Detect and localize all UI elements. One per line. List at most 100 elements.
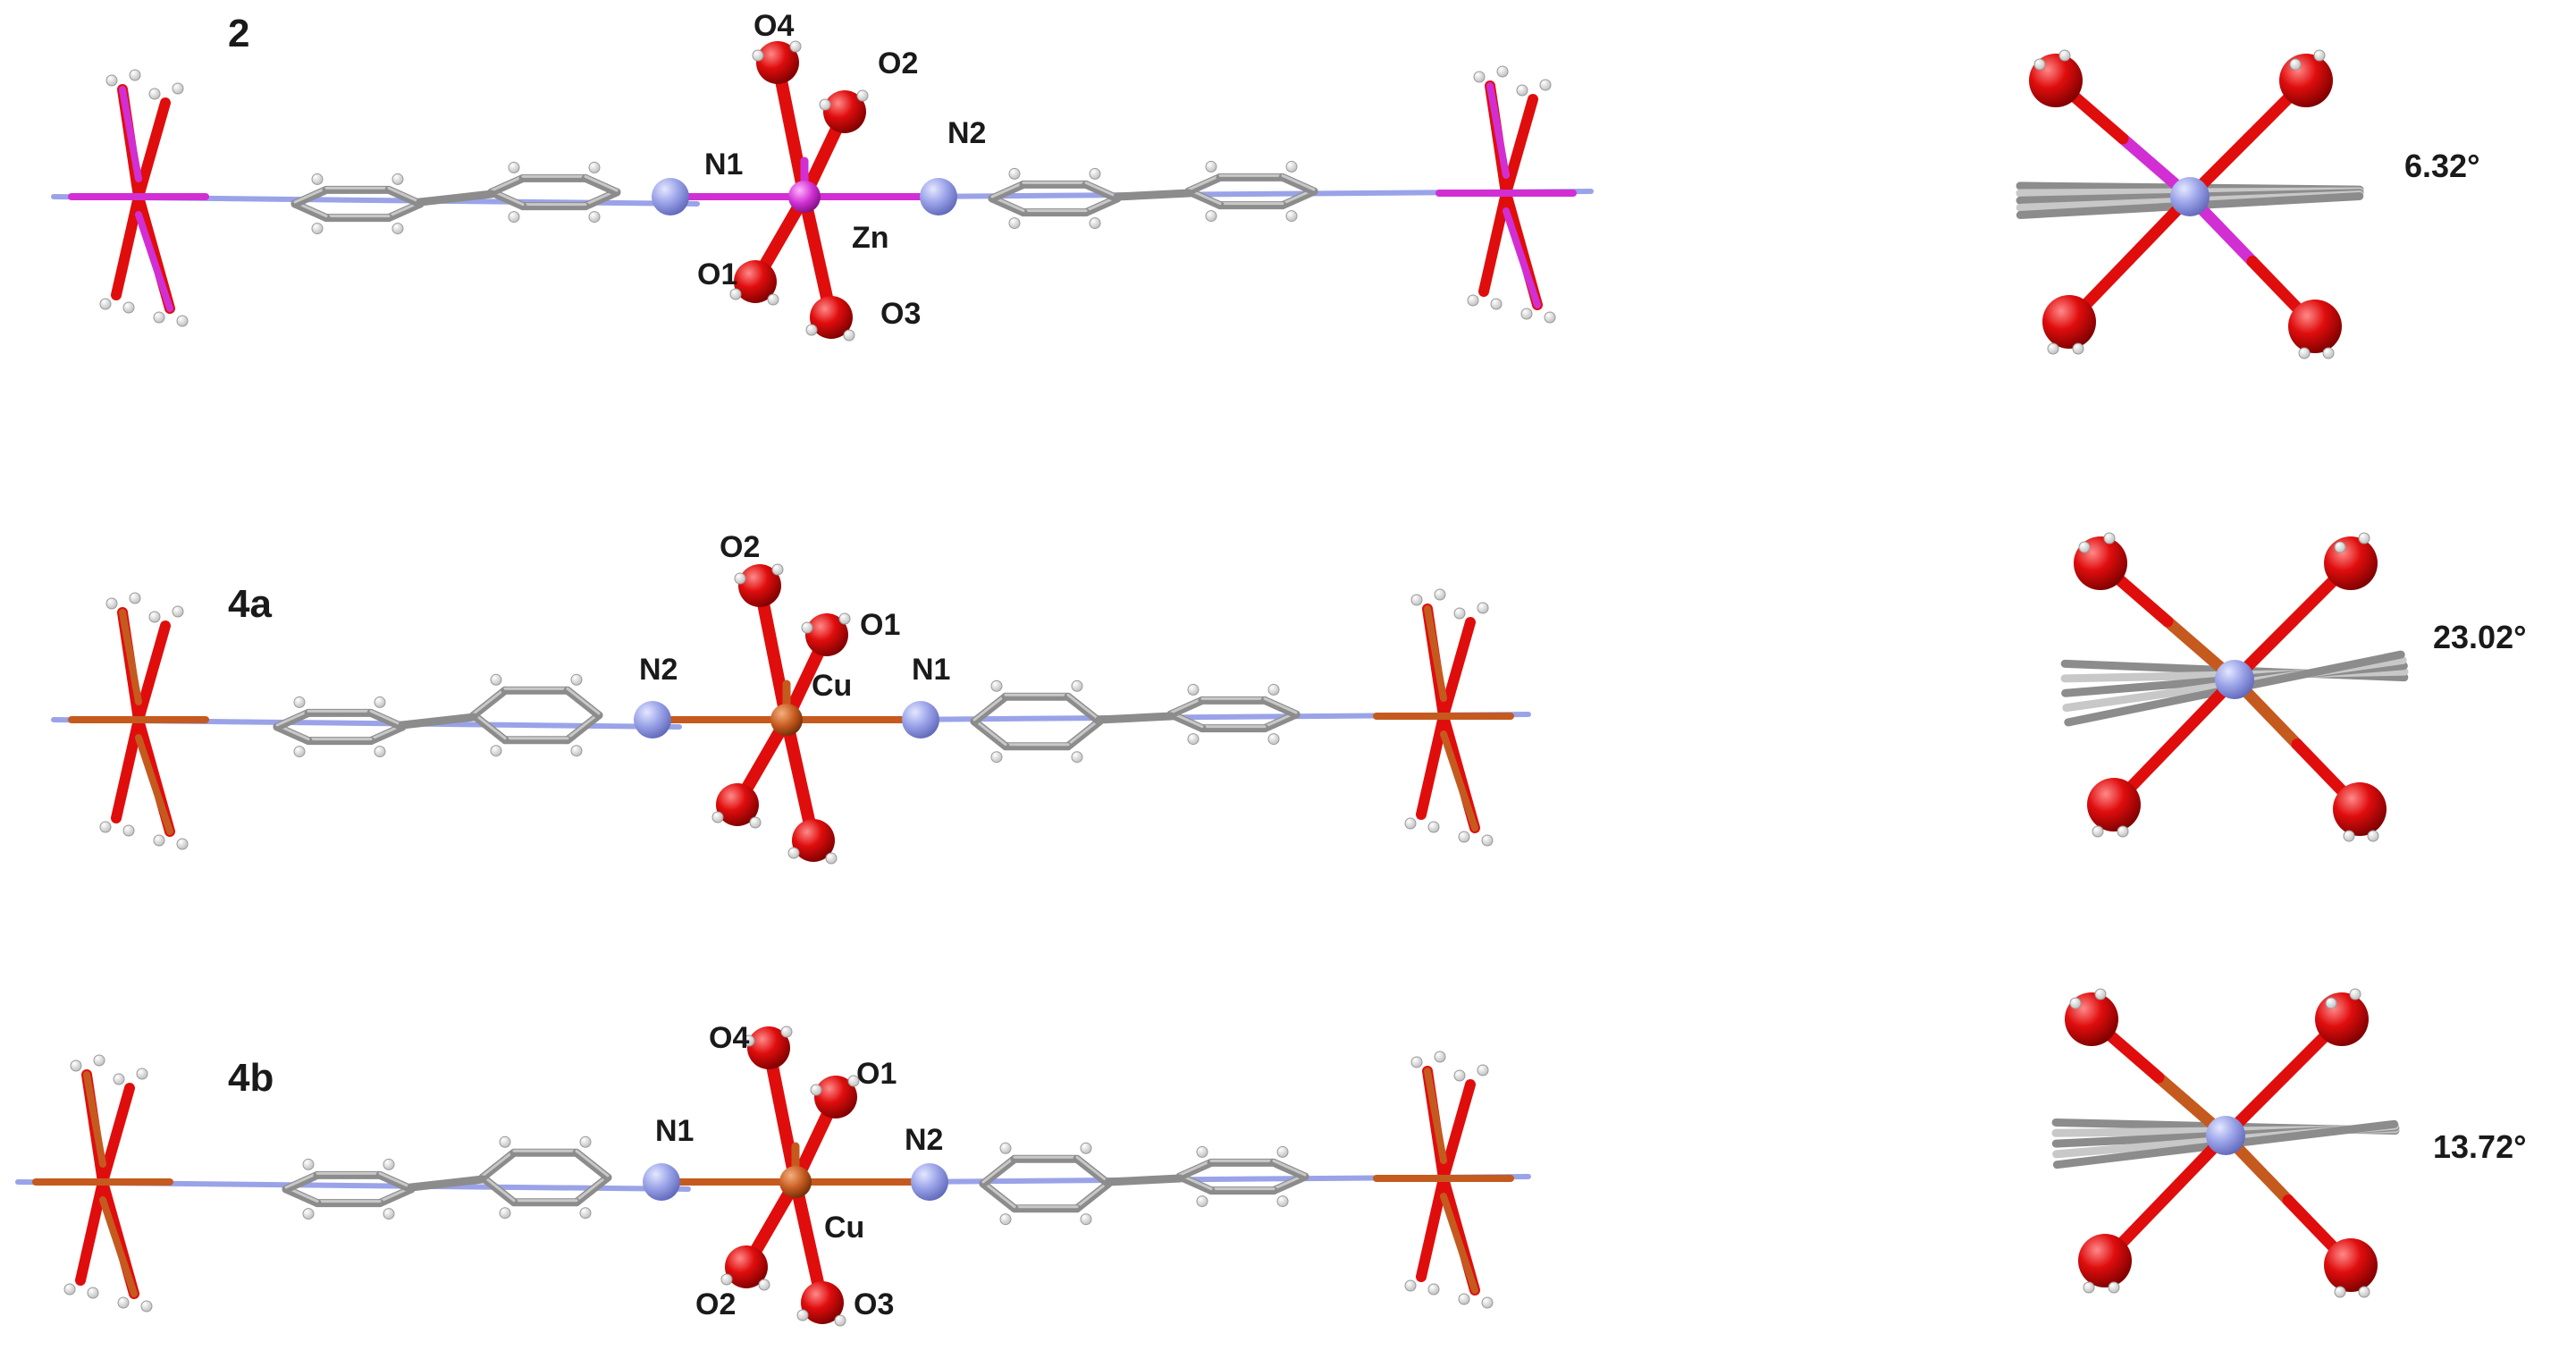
hydrogen-atom — [588, 161, 601, 173]
hydrogen-atom — [302, 1208, 315, 1220]
oxygen-atom — [738, 564, 781, 607]
hydrogen-atom — [825, 852, 838, 865]
terminal-metal-right — [1435, 65, 1577, 324]
atom-label-n2: N2 — [905, 1123, 943, 1157]
ring-bond — [282, 1170, 322, 1194]
ring-bond — [375, 1185, 416, 1208]
metal-bond — [83, 1071, 106, 1168]
hydrogen-atom — [374, 746, 386, 758]
hydrogen-atom — [588, 211, 601, 224]
pyridine-ring-left-outer — [273, 696, 407, 758]
ring-bond-highlight — [378, 1171, 413, 1189]
atom-label-o1: O1 — [860, 608, 900, 642]
ring-bond-highlight — [1187, 173, 1222, 191]
hydrogen-atom — [1404, 817, 1417, 830]
terminal-metal-left — [32, 1054, 173, 1313]
oxygen-atom — [2324, 536, 2378, 590]
metal-atom — [779, 1166, 812, 1198]
ring-bond — [384, 185, 425, 208]
hydrogen-atom — [63, 1283, 76, 1296]
panel-2: 2 O4 O2 N1 N2 Zn O1 O3 6.32° — [51, 9, 2479, 359]
hydrogen-atom — [113, 1073, 125, 1085]
hydrogen-atom — [508, 211, 520, 224]
hydrogen-atom — [2047, 342, 2059, 355]
ring-bond — [273, 708, 313, 731]
hydrogen-atom — [153, 311, 165, 324]
metal-o-bond — [75, 1177, 108, 1286]
chain-molecule — [51, 563, 1531, 865]
hydrogen-atom — [93, 1054, 105, 1067]
hydrogen-atom — [117, 1296, 130, 1309]
hydrogen-atom — [734, 572, 746, 585]
oxygen-atom — [756, 41, 799, 84]
hydrogen-atom — [383, 1158, 395, 1170]
hydrogen-atom — [570, 745, 583, 757]
hydrogen-atom — [780, 1026, 793, 1038]
hydrogen-atom — [743, 1034, 755, 1047]
central-nitrogen-metal — [2215, 660, 2254, 699]
central-nitrogen-metal — [2206, 1116, 2245, 1155]
pyridine-ring-left-outer — [290, 173, 425, 235]
metal-o-bond — [111, 714, 144, 823]
hydrogen-atom — [1276, 1145, 1289, 1158]
hydrogen-atom — [2343, 830, 2355, 842]
chain-molecule — [51, 40, 1594, 342]
ring-bond-highlight — [481, 1174, 516, 1203]
ring-bond-highlight — [990, 181, 1025, 198]
pyridine-ring-right-outer — [1175, 1145, 1309, 1208]
oxygen-atom — [2087, 778, 2141, 831]
metal-bond — [135, 734, 173, 835]
pyridine-ring-right-outer — [1184, 160, 1318, 223]
ring-bond — [1269, 1158, 1309, 1181]
metal-bond — [119, 86, 142, 182]
ring-bond — [478, 1148, 518, 1182]
atom-label-o1: O1 — [856, 1057, 897, 1091]
hydrogen-atom — [720, 1273, 733, 1286]
compound-label: 2 — [228, 12, 249, 55]
ring-bond — [1184, 187, 1225, 210]
ring-bond-highlight — [1066, 693, 1101, 722]
metal-label: Zn — [852, 221, 889, 255]
metal-o-bond — [762, 1042, 802, 1188]
nitrogen-atom-right — [911, 1163, 948, 1201]
hydrogen-atom — [771, 563, 784, 576]
hydrogen-atom — [1008, 167, 1021, 180]
nitrogen-atom-left — [634, 701, 671, 739]
inter-ring-bond — [1113, 189, 1193, 201]
ring-bond — [1082, 194, 1122, 217]
atom-label-n2: N2 — [947, 116, 986, 150]
ring-bond — [469, 686, 509, 720]
ring-bond — [581, 173, 621, 197]
metal-bond — [1503, 207, 1541, 308]
hydrogen-atom — [140, 1300, 153, 1313]
hydrogen-atom — [1205, 210, 1217, 223]
inter-ring-bond — [398, 713, 478, 730]
metal-label: Cu — [824, 1211, 864, 1245]
ring-bond-highlight — [1075, 1180, 1110, 1209]
metal-o-bond — [1416, 711, 1449, 820]
ring-bond-highlight — [1084, 181, 1119, 198]
hydrogen-atom — [1276, 1195, 1289, 1208]
panel-4b: 4b O4 O1 N1 N2 Cu O2 O3 13.72° — [15, 988, 2526, 1327]
oxygen-atom — [2288, 300, 2342, 353]
ring-bond — [290, 185, 331, 208]
ring-bond-highlight — [981, 1180, 1016, 1209]
hydrogen-atom — [383, 1208, 395, 1220]
terminal-metal-left — [68, 592, 209, 850]
hydrogen-atom — [302, 1158, 315, 1170]
hydrogen-atom — [856, 89, 869, 102]
hydrogen-atom — [499, 1135, 511, 1148]
ring-bond — [979, 1154, 1019, 1188]
ring-bond — [988, 194, 1028, 217]
inter-ring-bond — [1104, 1174, 1184, 1186]
pyridine-ring-right-inner — [979, 1142, 1113, 1226]
hydrogen-atom — [1520, 308, 1533, 320]
oxygen-atom — [810, 296, 853, 339]
hydrogen-atom — [1071, 751, 1083, 764]
hydrogen-atom — [1490, 298, 1503, 310]
ring-bond-highlight — [1075, 1155, 1110, 1184]
ring-bond — [273, 722, 313, 746]
oxygen-atom — [814, 1076, 857, 1118]
ring-bond — [1064, 717, 1104, 751]
ring-bond-highlight — [1178, 1159, 1213, 1177]
